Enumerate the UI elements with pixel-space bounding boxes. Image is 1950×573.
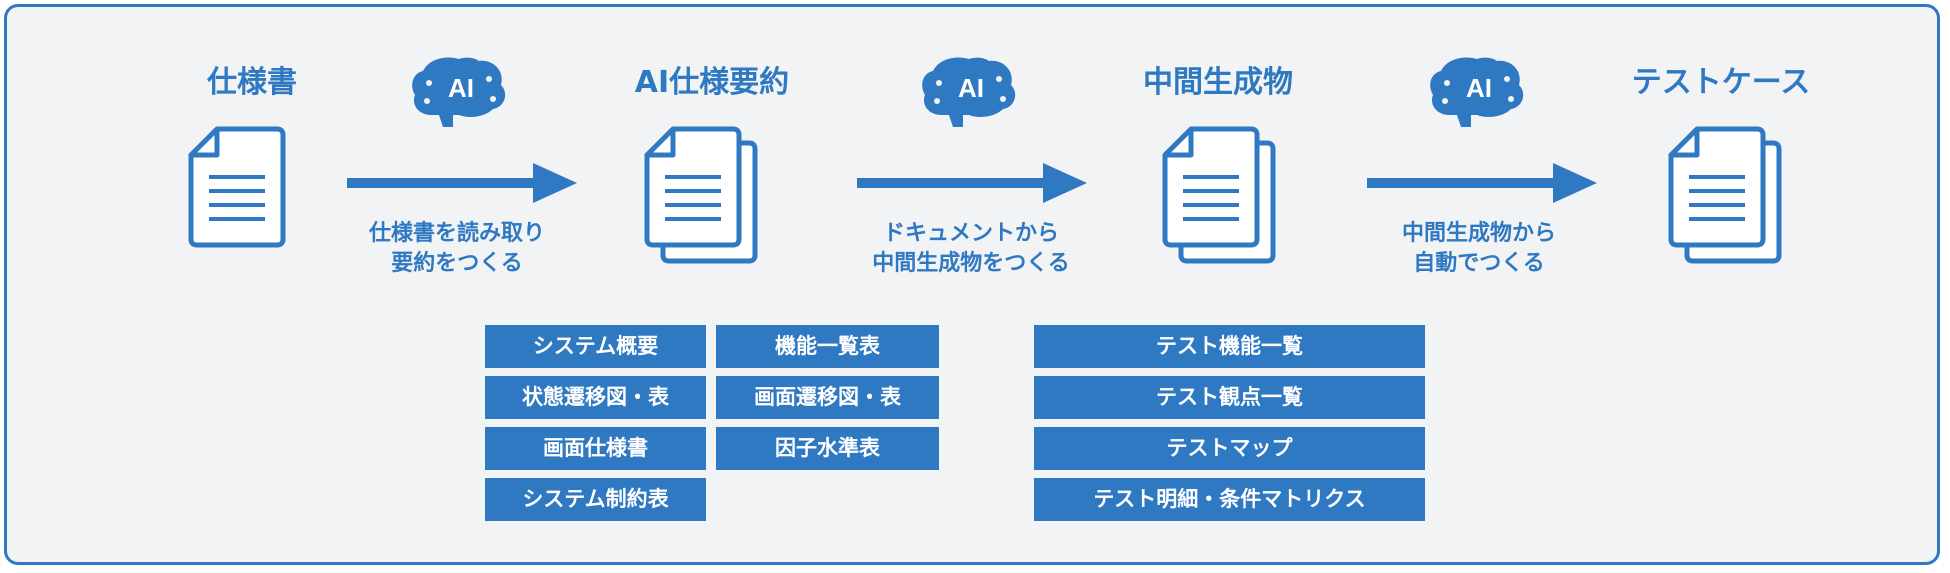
ai-badge-label: AI (448, 73, 474, 103)
ai-badge-label: AI (958, 73, 984, 103)
ai-brain-icon: AI (922, 57, 1016, 127)
stacked-documents-icon (1162, 126, 1276, 264)
stacked-documents-icon (644, 126, 758, 264)
summary-tag: システム制約表 (485, 478, 706, 521)
summary-tag: 画面遷移図・表 (716, 376, 939, 419)
summary-tag: 画面仕様書 (485, 427, 706, 470)
ai-brain-icon: AI (412, 57, 506, 127)
flow-panel: 仕様書 AI仕様要約 中間生成物 テストケース (4, 4, 1940, 565)
intermediate-tag: テストマップ (1034, 427, 1425, 470)
ai-brain-icon: AI (1430, 57, 1524, 127)
single-document-icon (188, 126, 286, 248)
intermediate-tag: テスト明細・条件マトリクス (1034, 478, 1425, 521)
step-label-summarize: 仕様書を読み取り 要約をつくる (368, 221, 545, 276)
summary-tag: 因子水準表 (716, 427, 939, 470)
summary-tag: システム概要 (485, 325, 706, 368)
stage-title-intermediate: 中間生成物 (1143, 65, 1293, 100)
intermediate-tag: テスト機能一覧 (1034, 325, 1425, 368)
ai-badge-label: AI (1466, 73, 1492, 103)
intermediate-tag: テスト観点一覧 (1034, 376, 1425, 419)
stage-title-spec: 仕様書 (207, 65, 297, 100)
stage-title-ai-summary: AI仕様要約 (634, 65, 790, 100)
step-label-intermediate: ドキュメントから 中間生成物をつくる (872, 221, 1070, 276)
flow-arrow (857, 163, 1087, 203)
stage-title-test-cases: テストケース (1631, 65, 1811, 100)
summary-tag: 機能一覧表 (716, 325, 939, 368)
flow-arrow (347, 163, 577, 203)
summary-tag: 状態遷移図・表 (485, 376, 706, 419)
flow-arrow (1367, 163, 1597, 203)
step-label-auto-generate: 中間生成物から 自動でつくる (1401, 221, 1556, 276)
stacked-documents-icon (1668, 126, 1782, 264)
